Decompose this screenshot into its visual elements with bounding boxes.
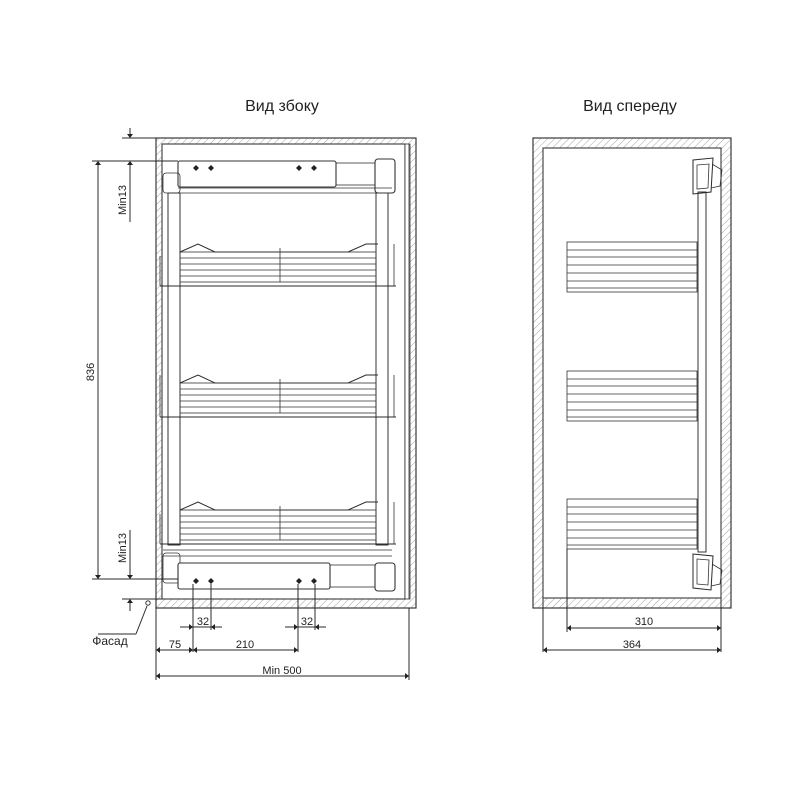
front-top-clip xyxy=(692,157,714,195)
side-view-title: Вид збоку xyxy=(245,98,319,115)
side-basket-1 xyxy=(159,243,396,287)
side-basket-2 xyxy=(159,374,396,418)
rear-post xyxy=(167,192,181,546)
bottom-runner-clip xyxy=(374,562,396,592)
facade-label: Фасад xyxy=(92,634,127,648)
front-view xyxy=(532,137,732,609)
dim-310: 310 xyxy=(635,616,653,628)
bottom-runner xyxy=(177,562,331,590)
dim-364: 364 xyxy=(623,639,641,651)
dim-min-500: Min 500 xyxy=(262,665,301,677)
side-basket-3 xyxy=(159,501,396,545)
front-bottom-clip xyxy=(692,553,714,591)
bottom-runner-holes xyxy=(193,578,317,584)
dim-75: 75 xyxy=(169,639,181,651)
top-runner xyxy=(177,160,337,188)
side-view xyxy=(155,137,417,609)
side-view-dimensions: Min13 836 Min13 Фасад 32 32 75 210 xyxy=(85,128,410,680)
top-runner-holes xyxy=(193,165,317,171)
dim-210: 210 xyxy=(236,639,254,651)
front-basket-1 xyxy=(566,241,698,293)
front-view-title: Вид спереду xyxy=(583,98,677,115)
dim-32-left: 32 xyxy=(197,616,209,628)
dim-32-right: 32 xyxy=(301,616,313,628)
dim-min13-bottom: Min13 xyxy=(117,533,129,563)
front-basket-3 xyxy=(566,498,698,550)
front-post xyxy=(375,192,389,546)
side-facade-strip xyxy=(404,143,411,600)
front-frame-post xyxy=(697,191,707,553)
side-cabinet-inner xyxy=(161,143,406,600)
front-view-dimensions: 310 364 xyxy=(542,549,722,653)
front-cabinet-inner xyxy=(542,147,722,599)
dim-min13-top: Min13 xyxy=(117,185,129,215)
front-basket-2 xyxy=(566,370,698,422)
dim-height-836: 836 xyxy=(85,363,97,381)
